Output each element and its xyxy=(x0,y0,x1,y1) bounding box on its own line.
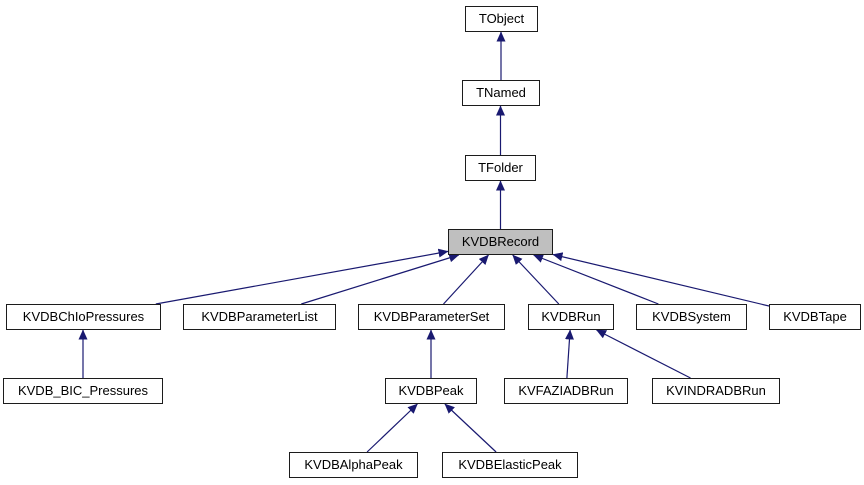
class-box-kvindradbrun[interactable]: KVINDRADBRun xyxy=(652,378,780,404)
edge-kvdbalphapeak-to-kvdbpeak xyxy=(366,403,418,453)
class-box-kvdb-bic-pressures[interactable]: KVDB_BIC_Pressures xyxy=(3,378,163,404)
edge-kvfaziadbrun-to-kvdbrun xyxy=(564,329,574,379)
edge-kvdbparameterset-to-kvdbrecord xyxy=(443,254,489,305)
class-box-kvdbtape[interactable]: KVDBTape xyxy=(769,304,861,330)
edge-kvdbrun-to-kvdbrecord xyxy=(512,254,560,305)
edge-kvdbelasticpeak-to-kvdbpeak xyxy=(444,403,497,453)
edge-kvindradbrun-to-kvdbrun xyxy=(596,329,691,379)
class-box-kvdbelasticpeak[interactable]: KVDBElasticPeak xyxy=(442,452,578,478)
class-box-kvdbalphapeak[interactable]: KVDBAlphaPeak xyxy=(289,452,418,478)
class-box-tfolder[interactable]: TFolder xyxy=(465,155,536,181)
class-box-kvdbsystem[interactable]: KVDBSystem xyxy=(636,304,747,330)
class-box-kvdbpeak[interactable]: KVDBPeak xyxy=(385,378,477,404)
class-box-tnamed[interactable]: TNamed xyxy=(462,80,540,106)
edge-kvdbparameterlist-to-kvdbrecord xyxy=(301,253,460,305)
edge-kvdbtape-to-kvdbrecord xyxy=(552,252,770,307)
edge-kvdbchiopressures-to-kvdbrecord xyxy=(155,248,449,305)
class-box-kvdbrun[interactable]: KVDBRun xyxy=(528,304,614,330)
class-box-kvdbrecord-current: KVDBRecord xyxy=(448,229,553,255)
class-box-kvfaziadbrun[interactable]: KVFAZIADBRun xyxy=(504,378,628,404)
class-box-tobject[interactable]: TObject xyxy=(465,6,538,32)
class-box-kvdbparameterlist[interactable]: KVDBParameterList xyxy=(183,304,336,330)
class-box-kvdbparameterset[interactable]: KVDBParameterSet xyxy=(358,304,505,330)
edge-kvdbsystem-to-kvdbrecord xyxy=(533,254,659,305)
class-box-kvdbchiopressures[interactable]: KVDBChIoPressures xyxy=(6,304,161,330)
